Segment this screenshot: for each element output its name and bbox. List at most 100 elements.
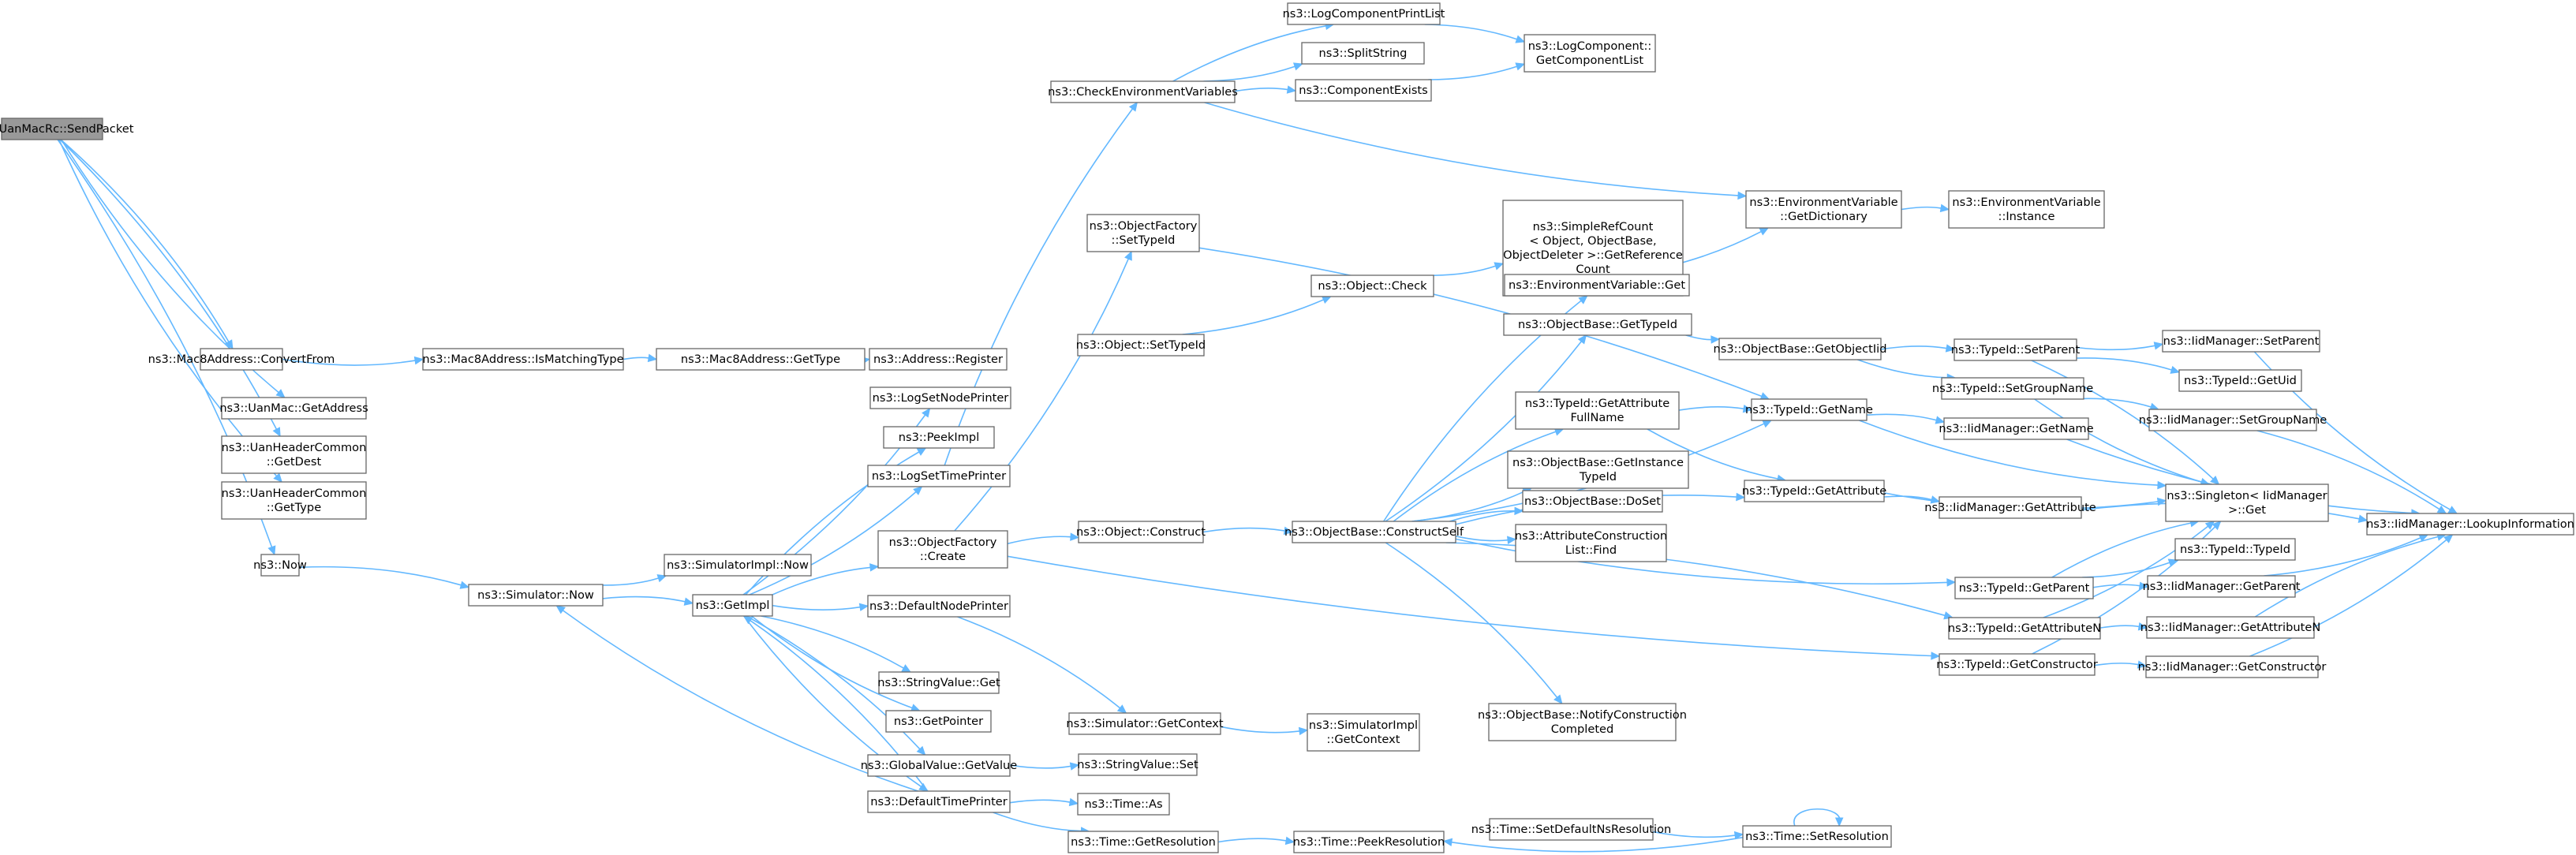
node-box[interactable]	[2147, 575, 2296, 598]
node-box[interactable]	[221, 397, 367, 420]
node-ns3-typeid-getuid[interactable]: ns3::TypeId::GetUid	[2178, 369, 2302, 392]
node-ns3-object-settypeid[interactable]: ns3::Object::SetTypeId	[1076, 334, 1206, 357]
node-box[interactable]	[2146, 616, 2315, 639]
node-ns3-simulatorimpl-now[interactable]: ns3::SimulatorImpl::Now	[664, 554, 812, 577]
node-ns3-typeid-getparent[interactable]: ns3::TypeId::GetParent	[1954, 577, 2094, 599]
node-box[interactable]	[1488, 703, 1677, 741]
node-ns3-objectbase-notifyconstructioncompleted[interactable]: ns3::ObjectBase::NotifyConstructionCompl…	[1478, 703, 1687, 741]
node-ns3-globalvalue-getvalue[interactable]: ns3::GlobalValue::GetValue	[861, 754, 1018, 777]
node-box[interactable]	[1068, 712, 1221, 735]
node-box[interactable]	[1086, 214, 1200, 252]
node-box[interactable]	[1939, 653, 2096, 676]
node-box[interactable]	[1293, 831, 1445, 853]
node-ns3-time-peekresolution[interactable]: ns3::Time::PeekResolution	[1293, 831, 1445, 853]
node-box[interactable]	[1307, 713, 1420, 752]
node-box[interactable]	[692, 594, 773, 617]
node-ns3-defaulttimeprinter[interactable]: ns3::DefaultTimePrinter	[867, 790, 1011, 813]
node-box[interactable]	[1, 118, 103, 140]
node-ns3-getpointer[interactable]: ns3::GetPointer	[885, 710, 992, 733]
node-box[interactable]	[1310, 274, 1434, 297]
node-box[interactable]	[422, 348, 624, 371]
node-box[interactable]	[1295, 79, 1432, 102]
node-ns3-simulator-getcontext[interactable]: ns3::Simulator::GetContext	[1066, 712, 1224, 735]
node-ns3-uanheadercommon-getdest[interactable]: ns3::UanHeaderCommon::GetDest	[221, 435, 367, 474]
node-ns3-splitstring[interactable]: ns3::SplitString	[1301, 42, 1425, 65]
node-ns3-environmentvariable-getdictionary[interactable]: ns3::EnvironmentVariable::GetDictionary	[1745, 190, 1902, 229]
node-box[interactable]	[1050, 80, 1236, 103]
node-box[interactable]	[867, 465, 1011, 487]
node-ns3-checkenvironmentvariables[interactable]: ns3::CheckEnvironmentVariables	[1048, 80, 1238, 103]
node-ns3-mac8address-convertfrom[interactable]: ns3::Mac8Address::ConvertFrom	[148, 348, 335, 371]
node-ns3-logsettimeprinter[interactable]: ns3::LogSetTimePrinter	[867, 465, 1011, 487]
node-ns3-time-setresolution[interactable]: ns3::Time::SetResolution	[1742, 825, 1892, 848]
node-box[interactable]	[1744, 480, 1885, 502]
node-ns3-simulatorimpl-getcontext[interactable]: ns3::SimulatorImpl::GetContext	[1307, 713, 1420, 752]
node-box[interactable]	[1522, 490, 1663, 513]
node-box[interactable]	[1489, 818, 1654, 841]
node-ns3-getimpl[interactable]: ns3::GetImpl	[692, 594, 773, 617]
node-box[interactable]	[878, 671, 1000, 694]
node-ns3-uanmacrc-sendpacket[interactable]: ns3::UanMacRc::SendPacket	[0, 118, 134, 140]
node-box[interactable]	[1943, 417, 2089, 440]
node-ns3-objectfactory-settypeid[interactable]: ns3::ObjectFactory::SetTypeId	[1086, 214, 1200, 252]
node-box[interactable]	[867, 790, 1011, 813]
node-ns3-iidmanager-getname[interactable]: ns3::IidManager::GetName	[1939, 417, 2094, 440]
node-ns3-iidmanager-getparent[interactable]: ns3::IidManager::GetParent	[2143, 575, 2301, 598]
node-ns3-address-register[interactable]: ns3::Address::Register	[869, 348, 1008, 371]
node-box[interactable]	[200, 348, 283, 371]
node-ns3-simulator-now[interactable]: ns3::Simulator::Now	[468, 584, 604, 607]
node-box[interactable]	[1078, 521, 1204, 543]
node-ns3-typeid-setgroupname[interactable]: ns3::TypeId::SetGroupName	[1932, 377, 2093, 400]
node-ns3-objectfactory-create[interactable]: ns3::ObjectFactory::Create	[877, 530, 1008, 569]
node-box[interactable]	[1515, 524, 1667, 562]
node-box[interactable]	[1067, 831, 1219, 853]
node-ns3-time-getresolution[interactable]: ns3::Time::GetResolution	[1067, 831, 1219, 853]
node-ns3-stringvalue-set[interactable]: ns3::StringValue::Set	[1077, 753, 1198, 776]
node-box[interactable]	[221, 435, 367, 474]
node-ns3-time-as[interactable]: ns3::Time::As	[1077, 793, 1170, 816]
node-ns3-singleton-iidmanager-get[interactable]: ns3::Singleton< IidManager>::Get	[2165, 484, 2329, 522]
node-ns3-mac8address-gettype[interactable]: ns3::Mac8Address::GetType	[656, 348, 866, 371]
node-ns3-uanheadercommon-gettype[interactable]: ns3::UanHeaderCommon::GetType	[221, 481, 367, 520]
node-box[interactable]	[867, 754, 1011, 777]
node-box[interactable]	[1301, 42, 1425, 65]
node-box[interactable]	[1077, 334, 1205, 357]
node-box[interactable]	[1524, 34, 1656, 73]
node-box[interactable]	[1948, 190, 2105, 229]
node-ns3-uanmac-getaddress[interactable]: ns3::UanMac::GetAddress	[219, 397, 368, 420]
node-box[interactable]	[1953, 338, 2077, 361]
node-ns3-object-check[interactable]: ns3::Object::Check	[1310, 274, 1434, 297]
node-box[interactable]	[1939, 496, 2082, 519]
node-ns3-iidmanager-setgroupname[interactable]: ns3::IidManager::SetGroupName	[2139, 409, 2327, 431]
node-ns3-iidmanager-getattributen[interactable]: ns3::IidManager::GetAttributeN	[2140, 616, 2321, 639]
node-box[interactable]	[2165, 484, 2329, 522]
node-ns3-environmentvariable-instance[interactable]: ns3::EnvironmentVariable::Instance	[1948, 190, 2105, 229]
node-box[interactable]	[656, 348, 866, 371]
node-box[interactable]	[1507, 450, 1689, 489]
node-ns3-defaultnodeprinter[interactable]: ns3::DefaultNodePrinter	[867, 595, 1011, 618]
node-box[interactable]	[2162, 330, 2320, 353]
node-box[interactable]	[1718, 338, 1882, 360]
node-box[interactable]	[221, 481, 367, 520]
node-box[interactable]	[1515, 391, 1680, 430]
node-box[interactable]	[1077, 793, 1170, 816]
node-ns3-objectbase-constructself[interactable]: ns3::ObjectBase::ConstructSelf	[1284, 521, 1464, 543]
node-box[interactable]	[885, 710, 992, 733]
node-ns3-logcomponent-getcomponentlist[interactable]: ns3::LogComponent::GetComponentList	[1524, 34, 1656, 73]
node-ns3-iidmanager-getconstructor[interactable]: ns3::IidManager::GetConstructor	[2138, 655, 2327, 678]
node-box[interactable]	[2174, 538, 2296, 561]
node-ns3-objectbase-getobjectiid[interactable]: ns3::ObjectBase::GetObjectIid	[1713, 338, 1887, 360]
node-box[interactable]	[1954, 577, 2094, 599]
node-ns3-stringvalue-get[interactable]: ns3::StringValue::Get	[877, 671, 1000, 694]
node-ns3-now[interactable]: ns3::Now	[253, 554, 307, 577]
node-ns3-typeid-typeid[interactable]: ns3::TypeId::TypeId	[2174, 538, 2296, 561]
node-ns3-peekimpl[interactable]: ns3::PeekImpl	[883, 426, 995, 449]
node-ns3-mac8address-ismatchingtype[interactable]: ns3::Mac8Address::IsMatchingType	[422, 348, 624, 371]
node-box[interactable]	[1745, 190, 1902, 229]
node-box[interactable]	[1292, 521, 1456, 543]
node-ns3-typeid-getname[interactable]: ns3::TypeId::GetName	[1745, 398, 1873, 421]
node-box[interactable]	[664, 554, 812, 577]
node-ns3-typeid-getattributen[interactable]: ns3::TypeId::GetAttributeN	[1948, 617, 2101, 640]
node-ns3-typeid-getconstructor[interactable]: ns3::TypeId::GetConstructor	[1936, 653, 2098, 676]
node-box[interactable]	[2178, 369, 2302, 392]
